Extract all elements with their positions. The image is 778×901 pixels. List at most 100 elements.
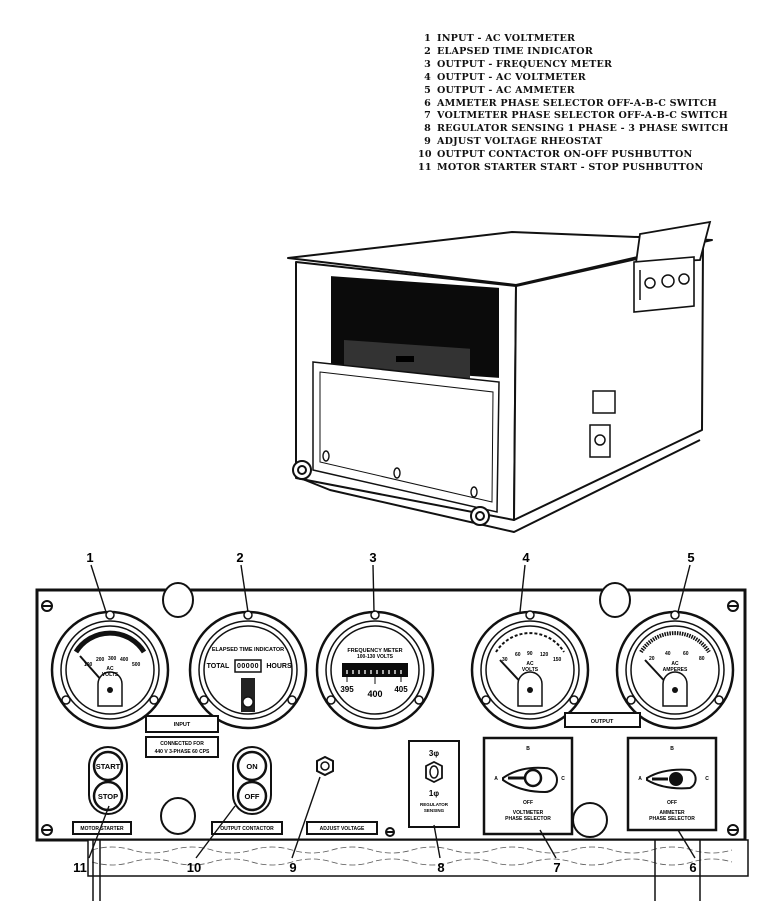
callout-8: 8 — [437, 860, 444, 875]
door-latch — [393, 467, 401, 479]
elapsed-time-hours-label: HOURS — [266, 663, 292, 670]
frequency-meter-title: FREQUENCY METER — [347, 648, 402, 654]
elapsed-time-counter: 00000 — [237, 663, 259, 670]
input-voltmeter-tick: 200 — [96, 657, 105, 663]
legend-number: 8 — [424, 123, 431, 135]
callout-11: 11 — [73, 860, 87, 875]
generator-cabinet-illustration — [287, 220, 713, 533]
legend-item: 2 ELAPSED TIME INDICATOR — [418, 46, 728, 59]
callout-6: 6 — [689, 860, 696, 875]
output-contactor-plate: OUTPUT CONTACTOR — [220, 826, 274, 832]
input-voltmeter-tick: 300 — [108, 656, 117, 662]
regulator-sensing-plate — [408, 740, 460, 828]
legend-label: ADJUST VOLTAGE RHEOSTAT — [437, 136, 603, 148]
door-latch — [470, 486, 478, 498]
callout-5: 5 — [687, 550, 694, 565]
output-ammeter-unit: AC — [671, 661, 679, 667]
on-button-label: ON — [246, 762, 257, 771]
legend-number: 6 — [424, 97, 431, 109]
elapsed-time-title: ELAPSED TIME INDICATOR — [212, 647, 284, 653]
side-receptacle — [589, 424, 611, 458]
panel-hole — [572, 802, 608, 838]
output-ammeter-tick: 40 — [665, 651, 671, 657]
frequency-meter — [315, 610, 435, 730]
legend-label: REGULATOR SENSING 1 PHASE - 3 PHASE SWIT… — [437, 123, 729, 135]
regulator-3phase-label: 3φ — [429, 749, 439, 758]
ammeter-selector-caption: AMMETER — [659, 810, 685, 816]
ammeter-selector-c: C — [705, 776, 709, 782]
legend-number: 5 — [424, 84, 431, 96]
voltmeter-selector-a: A — [494, 776, 498, 782]
connected-plate-line1: CONNECTED FOR — [160, 741, 204, 747]
output-voltmeter-tick: 150 — [553, 657, 562, 663]
legend-number: 2 — [424, 45, 431, 57]
control-panel-diagram: 100 200 300 400 500 AC VOLTS ELAPSED TIM… — [35, 550, 749, 901]
callout-2: 2 — [236, 550, 243, 565]
legend-label: VOLTMETER PHASE SELECTOR OFF-A-B-C SWITC… — [437, 110, 728, 122]
callout-10: 10 — [187, 860, 201, 875]
ammeter-selector-off: OFF — [667, 800, 677, 806]
input-voltmeter-tick: 400 — [120, 657, 129, 663]
door-latch — [322, 450, 330, 462]
legend-label: OUTPUT - AC AMMETER — [437, 84, 575, 96]
legend-number: 4 — [424, 71, 431, 83]
frequency-meter-tick: 405 — [394, 685, 408, 694]
output-ac-ammeter — [615, 610, 735, 730]
regulator-sensing-toggle[interactable] — [425, 760, 443, 784]
panel-screws — [41, 600, 739, 837]
panel-base-frame — [87, 839, 749, 877]
output-ammeter-tick: 60 — [683, 651, 689, 657]
callout-4: 4 — [522, 550, 530, 565]
voltmeter-phase-selector-knob[interactable] — [502, 766, 558, 794]
output-plate: OUTPUT — [591, 719, 614, 725]
output-ammeter-unit: AMPERES — [663, 667, 688, 673]
start-button[interactable]: START — [92, 750, 124, 782]
voltmeter-selector-off: OFF — [523, 800, 533, 806]
cabinet-top — [287, 231, 713, 286]
adjust-voltage-plate: ADJUST VOLTAGE — [320, 826, 365, 832]
start-button-label: START — [96, 762, 121, 771]
legend-number: 7 — [424, 110, 431, 122]
input-ac-voltmeter — [50, 610, 170, 730]
output-ammeter-tick: 80 — [699, 656, 705, 662]
callout-leaders — [88, 564, 696, 859]
regulator-caption: REGULATOR — [420, 802, 449, 807]
callout-1: 1 — [86, 550, 93, 565]
legend-label: ELAPSED TIME INDICATOR — [437, 45, 594, 57]
legend-label: INPUT - AC VOLTMETER — [437, 33, 576, 44]
legend-label: MOTOR STARTER START - STOP PUSHBUTTON — [437, 162, 704, 174]
regulator-caption: SENSING — [424, 808, 445, 813]
frequency-meter-tick: 400 — [367, 689, 382, 699]
on-button[interactable]: ON — [236, 750, 268, 782]
output-voltmeter-unit: AC — [526, 661, 534, 667]
regulator-1phase-label: 1φ — [429, 789, 439, 798]
input-voltmeter-tick: 100 — [84, 662, 93, 668]
legend-label: OUTPUT - FREQUENCY METER — [437, 58, 613, 70]
frequency-meter-subtitle: 100-130 VOLTS — [357, 654, 394, 660]
legend-label: AMMETER PHASE SELECTOR OFF-A-B-C SWITCH — [437, 97, 717, 109]
legend-item: 5 OUTPUT - AC AMMETER — [418, 85, 728, 98]
legend-item: 8 REGULATOR SENSING 1 PHASE - 3 PHASE SWI… — [418, 123, 728, 136]
panel-hole — [599, 582, 631, 618]
output-voltmeter-unit: VOLTS — [522, 667, 539, 673]
cabinet-lower-door — [312, 361, 500, 513]
stop-button[interactable]: STOP — [92, 780, 124, 812]
input-voltmeter-unit: VOLTS — [102, 672, 119, 678]
ammeter-selector-b: B — [670, 746, 674, 752]
legend-number: 9 — [424, 136, 431, 148]
output-ac-voltmeter — [470, 610, 590, 730]
elapsed-time-total-label: TOTAL — [207, 663, 230, 670]
off-button[interactable]: OFF — [236, 780, 268, 812]
callout-3: 3 — [369, 550, 376, 565]
ammeter-phase-selector-knob[interactable] — [646, 768, 697, 790]
motor-starter-plate: MOTOR STARTER — [80, 826, 124, 832]
adjust-voltage-rheostat[interactable] — [316, 755, 334, 777]
callout-7: 7 — [553, 860, 560, 875]
voltmeter-selector-b: B — [526, 746, 530, 752]
voltmeter-selector-c: C — [561, 776, 565, 782]
legend-item: 6 AMMETER PHASE SELECTOR OFF-A-B-C SWITCH — [418, 98, 728, 111]
